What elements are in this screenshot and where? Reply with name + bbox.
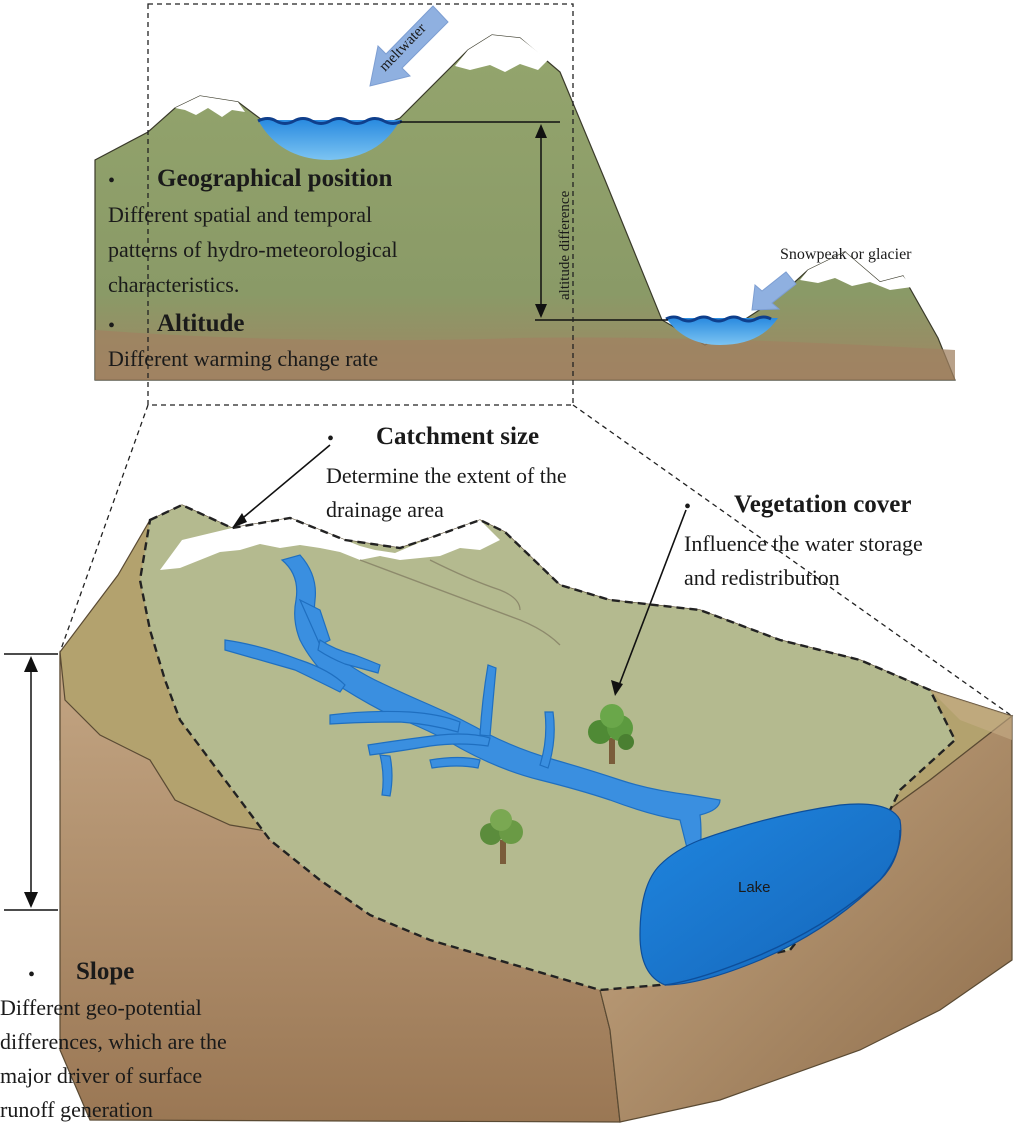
vegetation-callout-arrow — [611, 509, 687, 696]
snowpeak-label: Snowpeak or glacier — [780, 246, 912, 263]
snow-cap-center — [455, 35, 548, 72]
tree-icon — [480, 809, 523, 864]
catchment-snow — [160, 518, 500, 570]
lower-lake — [666, 318, 778, 345]
upper-lake — [258, 120, 400, 160]
slope-heading: Slope — [76, 958, 135, 985]
geo-body-line-1: Different spatial and temporal — [108, 202, 373, 227]
upper-lake-waves — [257, 117, 403, 125]
catchment-heading: Catchment size — [376, 423, 540, 450]
bullet-altitude: • — [108, 315, 116, 337]
slope-body-line-3: major driver of surface — [0, 1063, 203, 1088]
catchment-body-line-2: drainage area — [326, 497, 444, 522]
altitude-body: Different warming change rate — [108, 346, 379, 371]
vegetation-body-line-2: and redistribution — [684, 565, 840, 590]
bullet-slope: • — [28, 964, 36, 986]
altitude-difference-label: altitude difference — [557, 190, 573, 300]
river-network — [224, 554, 721, 861]
tree-icon — [588, 704, 634, 764]
altitude-arrow-head-up — [535, 124, 547, 138]
geo-body-line-2: patterns of hydro-meteorological — [108, 237, 398, 262]
meltwater-arrow — [369, 5, 449, 87]
catchment-boundary — [138, 503, 957, 992]
altitude-arrow-head-down — [535, 304, 547, 318]
lake — [639, 803, 902, 986]
altitude-heading: Altitude — [157, 310, 245, 337]
snowpeak-arrow — [751, 271, 797, 311]
vegetation-body-line-1: Influence the water storage — [684, 531, 923, 556]
bullet-catchment: • — [327, 428, 335, 450]
slope-body-line-4: runoff generation — [0, 1097, 153, 1122]
geo-body-line-3: characteristics. — [108, 272, 240, 297]
terrain-block: Lake — [4, 444, 1014, 1123]
slope-body-line-1: Different geo-potential — [0, 995, 202, 1020]
slope-height-arrow — [4, 653, 58, 911]
zoom-frame — [59, 3, 1013, 717]
bullet-geo: • — [108, 170, 116, 192]
bullet-vegetation: • — [684, 496, 692, 518]
lake-label: Lake — [738, 879, 771, 896]
catchment-callout-arrow — [232, 444, 331, 528]
vegetation-heading: Vegetation cover — [734, 491, 912, 518]
snow-cap-left — [175, 96, 245, 117]
geo-heading: Geographical position — [157, 165, 393, 192]
snow-cap-right — [800, 252, 912, 290]
lower-lake-waves — [665, 315, 772, 323]
catchment-body-line-1: Determine the extent of the — [326, 463, 567, 488]
slope-body-line-2: differences, which are the — [0, 1029, 227, 1054]
